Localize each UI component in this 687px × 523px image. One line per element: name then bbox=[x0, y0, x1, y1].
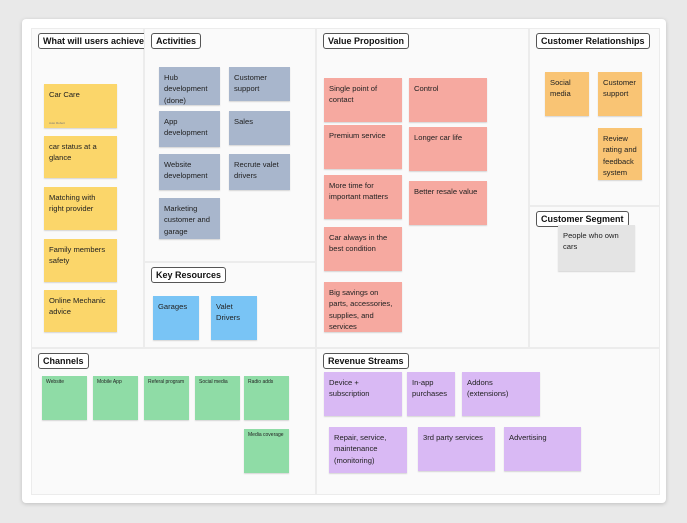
section-title: Customer Relationships bbox=[536, 33, 650, 49]
sticky-note[interactable]: Customer support bbox=[598, 72, 642, 116]
sticky-note[interactable]: Marketing customer and garage bbox=[159, 198, 220, 239]
note-text: Customer support bbox=[603, 78, 636, 99]
section-title: Revenue Streams bbox=[323, 353, 409, 369]
sticky-note[interactable]: Better resale value bbox=[409, 181, 487, 225]
note-text: Radio adds bbox=[248, 379, 274, 385]
note-text: Better resale value bbox=[414, 187, 478, 196]
sticky-note[interactable]: Hub development (done) bbox=[159, 67, 220, 105]
sticky-note[interactable]: Radio adds bbox=[244, 376, 289, 420]
note-text: Premium service bbox=[329, 131, 386, 140]
note-text: Review rating and feedback system bbox=[603, 134, 637, 178]
note-text: Mobile App bbox=[97, 379, 122, 385]
canvas-board: What will users achieve Activities Key R… bbox=[22, 19, 666, 503]
sticky-note[interactable]: car status at a glance bbox=[44, 136, 117, 178]
section-title: Activities bbox=[151, 33, 202, 49]
sticky-note[interactable]: Review rating and feedback system bbox=[598, 128, 642, 180]
note-subtext: Auto Robert bbox=[49, 120, 66, 125]
note-text: Garages bbox=[158, 302, 188, 311]
section-title: Value Proposition bbox=[323, 33, 410, 49]
note-text: Control bbox=[414, 84, 439, 93]
sticky-note[interactable]: Device + subscription bbox=[324, 372, 402, 416]
sticky-note[interactable]: Control bbox=[409, 78, 487, 122]
section-title: Key Resources bbox=[151, 267, 227, 283]
note-text: Hub development (done) bbox=[164, 73, 208, 105]
sticky-note[interactable]: Matching with right provider bbox=[44, 187, 117, 230]
sticky-note[interactable]: People who own cars bbox=[558, 225, 635, 271]
sticky-note[interactable]: Car always in the best condition bbox=[324, 227, 402, 271]
note-text: Advertising bbox=[509, 433, 547, 442]
sticky-note[interactable]: Customer support bbox=[229, 67, 290, 101]
note-text: Matching with right provider bbox=[49, 193, 96, 214]
note-text: Social media bbox=[199, 379, 228, 385]
note-text: Sales bbox=[234, 117, 253, 126]
note-text: Longer car life bbox=[414, 133, 463, 142]
note-text: Device + subscription bbox=[329, 378, 370, 399]
sticky-note[interactable]: Premium service bbox=[324, 125, 402, 169]
sticky-note[interactable]: Recrute valet drivers bbox=[229, 154, 290, 190]
sticky-note[interactable]: Repair, service, maintenance (monitoring… bbox=[329, 427, 407, 473]
note-text: Recrute valet drivers bbox=[234, 160, 279, 181]
note-text: Website bbox=[46, 379, 64, 385]
sticky-note[interactable]: Car Care Auto Robert bbox=[44, 84, 117, 128]
sticky-note[interactable]: App development bbox=[159, 111, 220, 147]
sticky-note[interactable]: Longer car life bbox=[409, 127, 487, 171]
sticky-note[interactable]: 3rd party services bbox=[418, 427, 495, 471]
note-text: Repair, service, maintenance (monitoring… bbox=[334, 433, 387, 465]
note-text: Family members safety bbox=[49, 245, 106, 266]
sticky-note[interactable]: Addons (extensions) bbox=[462, 372, 540, 416]
sticky-note[interactable]: Advertising bbox=[504, 427, 581, 471]
note-text: People who own cars bbox=[563, 231, 619, 252]
note-text: Car always in the best condition bbox=[329, 233, 388, 254]
note-text: Online Mechanic advice bbox=[49, 296, 106, 317]
note-text: Referal program bbox=[148, 379, 185, 385]
note-text: App development bbox=[164, 117, 208, 138]
note-text: More time for important matters bbox=[329, 181, 389, 202]
note-text: 3rd party services bbox=[423, 433, 483, 442]
note-text: Single point of contact bbox=[329, 84, 378, 105]
note-text: Addons (extensions) bbox=[467, 378, 509, 399]
sticky-note[interactable]: Big savings on parts, accessories, suppl… bbox=[324, 282, 402, 332]
sticky-note[interactable]: Garages bbox=[153, 296, 199, 340]
sticky-note[interactable]: Sales bbox=[229, 111, 290, 145]
section-title: What will users achieve bbox=[38, 33, 150, 49]
sticky-note[interactable]: Social media bbox=[545, 72, 589, 116]
sticky-note[interactable]: Media coverage bbox=[244, 429, 289, 473]
note-text: Social media bbox=[550, 78, 571, 99]
sticky-note[interactable]: Single point of contact bbox=[324, 78, 402, 122]
note-text: Valet Drivers bbox=[216, 302, 241, 323]
note-text: Media coverage bbox=[248, 432, 284, 438]
note-text: In-app purchases bbox=[412, 378, 448, 399]
sticky-note[interactable]: Valet Drivers bbox=[211, 296, 257, 340]
note-text: car status at a glance bbox=[49, 142, 97, 163]
sticky-note[interactable]: Family members safety bbox=[44, 239, 117, 282]
note-text: Big savings on parts, accessories, suppl… bbox=[329, 288, 393, 332]
note-text: Website development bbox=[164, 160, 208, 181]
sticky-note[interactable]: More time for important matters bbox=[324, 175, 402, 219]
note-text: Marketing customer and garage bbox=[164, 204, 211, 236]
note-text: Customer support bbox=[234, 73, 267, 94]
sticky-note[interactable]: Referal program bbox=[144, 376, 189, 420]
section-channels: Channels bbox=[31, 348, 316, 495]
sticky-note[interactable]: In-app purchases bbox=[407, 372, 455, 416]
sticky-note[interactable]: Online Mechanic advice bbox=[44, 290, 117, 332]
section-title: Channels bbox=[38, 353, 89, 369]
sticky-note[interactable]: Website development bbox=[159, 154, 220, 190]
sticky-note[interactable]: Mobile App bbox=[93, 376, 138, 420]
note-text: Car Care bbox=[49, 90, 80, 99]
sticky-note[interactable]: Website bbox=[42, 376, 87, 420]
sticky-note[interactable]: Social media bbox=[195, 376, 240, 420]
